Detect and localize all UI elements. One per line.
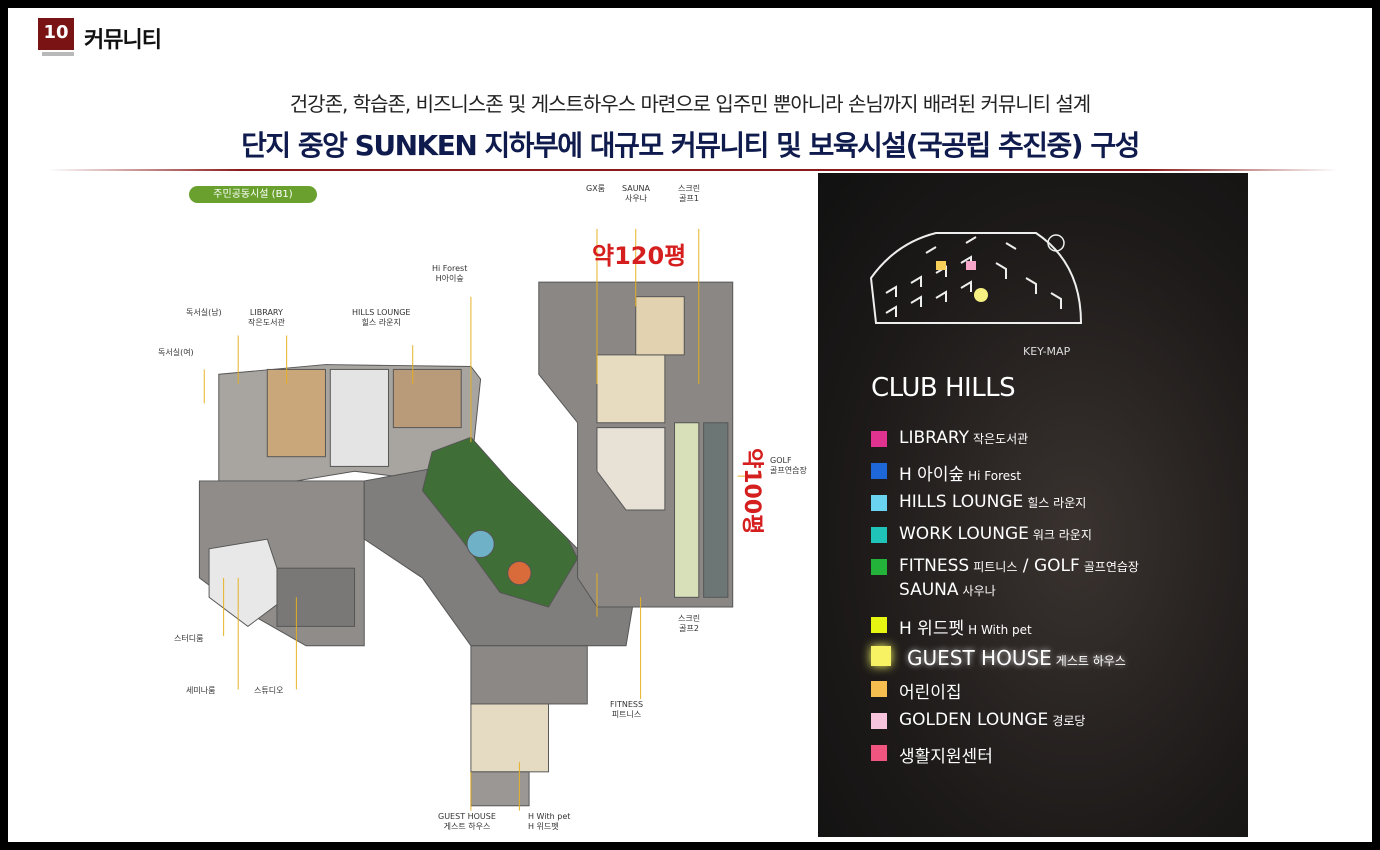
key-map [869,232,1083,324]
plan-library-floor [266,368,326,458]
key-map-mark-guest [936,261,946,270]
plan-fitness-floor [596,427,666,511]
slide: 10 커뮤니티 건강존, 학습존, 비즈니스존 및 게스트하우스 마련으로 입주… [8,8,1372,842]
subtitle: 건강존, 학습존, 비즈니스존 및 게스트하우스 마련으로 입주민 뿐아니라 손… [289,92,1091,116]
plan-pet-room [470,771,530,807]
plan-hills-floor [392,368,462,429]
legend-swatch [871,495,887,511]
keymap-label: KEY-MAP [1023,345,1071,358]
plan-sauna-floor [635,296,685,356]
plan-gx-floor [596,354,666,424]
floor-plan [198,228,762,811]
plan-golf-lane [674,422,700,598]
key-map-outline [869,232,1083,324]
divider [48,169,1338,171]
label-seminar: 세미나룸 [186,686,216,695]
key-map-blocks [885,236,1062,317]
legend-swatch [871,681,887,697]
label-study: 스터디룸 [174,634,204,643]
section-title: 커뮤니티 [84,28,162,53]
plan-study-room [208,538,288,627]
section-number: 10 [38,18,74,56]
legend-swatch [871,431,887,447]
legend-swatch [871,745,887,761]
key-map-mark-library [966,261,976,270]
plan-guest-house [470,703,549,773]
area-right: 약100평 [739,448,764,535]
compass-icon [1047,234,1065,252]
plan-lounge-floor [329,368,389,467]
area-top: 약120평 [592,242,687,270]
label-reading-m: 독서실(남) [186,308,222,317]
label-gx: GX룸 [586,184,606,193]
key-map-mark-center [974,288,988,302]
label-reading-f: 독서실(여) [158,348,194,357]
legend-swatch [871,463,887,479]
floor-badge: 주민공동시설 (B1) [189,186,317,203]
plan-garden [421,436,579,608]
legend-swatch [871,617,887,633]
plan-lower-rooms [276,567,356,627]
legend-swatch [871,713,887,729]
plan-garden-pond [466,529,495,559]
plan-structure [198,281,734,807]
headline: 단지 중앙 SUNKEN 지하부에 대규모 커뮤니티 및 보육시설(국공립 추진… [241,129,1140,162]
plan-garden-play [507,560,532,586]
label-studio: 스튜디오 [254,686,284,695]
club-title: CLUB HILLS [871,373,1016,403]
plan-golf-screen [703,422,729,598]
callout-lines [203,228,762,811]
legend-swatch [871,527,887,543]
legend-swatch [871,559,887,575]
legend-swatch [871,646,891,666]
plan-bottom-spur-1 [470,645,588,705]
